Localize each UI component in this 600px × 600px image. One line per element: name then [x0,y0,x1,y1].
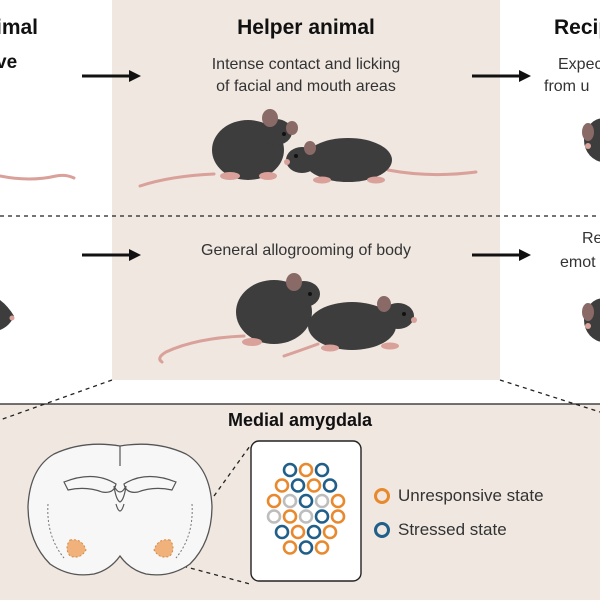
neuron-cell [314,493,330,509]
recipient-title-fragment: Recip [554,16,600,39]
zoom-line-left [0,379,113,421]
neuron-cell [298,462,314,478]
neuron-cell [290,524,306,540]
neuron-cell [282,462,298,478]
neuron-cell [314,462,330,478]
left-mouse-row1 [0,173,76,181]
helper-row1-line2: of facial and mouth areas [216,78,396,95]
neuron-cell [322,524,338,540]
helper-mice-row2 [158,273,417,364]
brain-zoom-line-top [213,445,251,497]
neuron-cell [266,493,282,509]
neuron-cell [298,540,314,555]
neuron-cell [298,493,314,509]
neuron-cell [274,478,290,493]
helper-mice-row1 [138,109,478,188]
helper-row1-line1: Intense contact and licking [211,56,401,73]
left-mouse-row2 [0,300,15,330]
recipient-row1-line1: Expec [558,56,600,73]
recipient-mouse-row2 [582,298,600,342]
neuron-inset [250,440,362,582]
recipient-row2-line1: Re [582,230,600,247]
amygdala-title: Medial amygdala [227,410,373,430]
recipient-row2-line2: emot [560,254,596,271]
neuron-cell [282,509,298,524]
amygdala-region-left [66,539,87,558]
helper-row2-text: General allogrooming of body [201,242,411,259]
zoom-line-right [499,379,600,413]
recipient-row1-line2: from u [544,78,590,95]
legend-unresponsive-label: Unresponsive state [398,486,544,505]
neuron-cell [306,478,322,493]
neuron-cell [322,478,338,493]
neuron-cell [274,524,290,540]
neuron-cell [306,524,322,540]
neuron-cell [282,493,298,509]
legend-stressed-label: Stressed state [398,520,507,539]
neuron-cell [330,509,346,524]
legend-stressed-marker [374,522,390,538]
neuron-cell-grid [266,462,346,555]
helper-animal-title: Helper animal [237,16,375,39]
donor-text-fragment: ve [0,52,18,73]
neuron-cell [298,509,314,524]
amygdala-region-right [153,539,174,558]
brain-section [27,443,213,576]
neuron-cell [266,509,282,524]
neuron-cell [330,493,346,509]
neuron-cell [314,509,330,524]
neuron-cell [290,478,306,493]
donor-title-fragment: imal [0,16,39,39]
legend-unresponsive-marker [374,488,390,504]
recipient-mouse-row1 [582,118,600,162]
neuron-cell [282,540,298,555]
mouse-illustrations [0,109,600,364]
neuron-cell [314,540,330,555]
